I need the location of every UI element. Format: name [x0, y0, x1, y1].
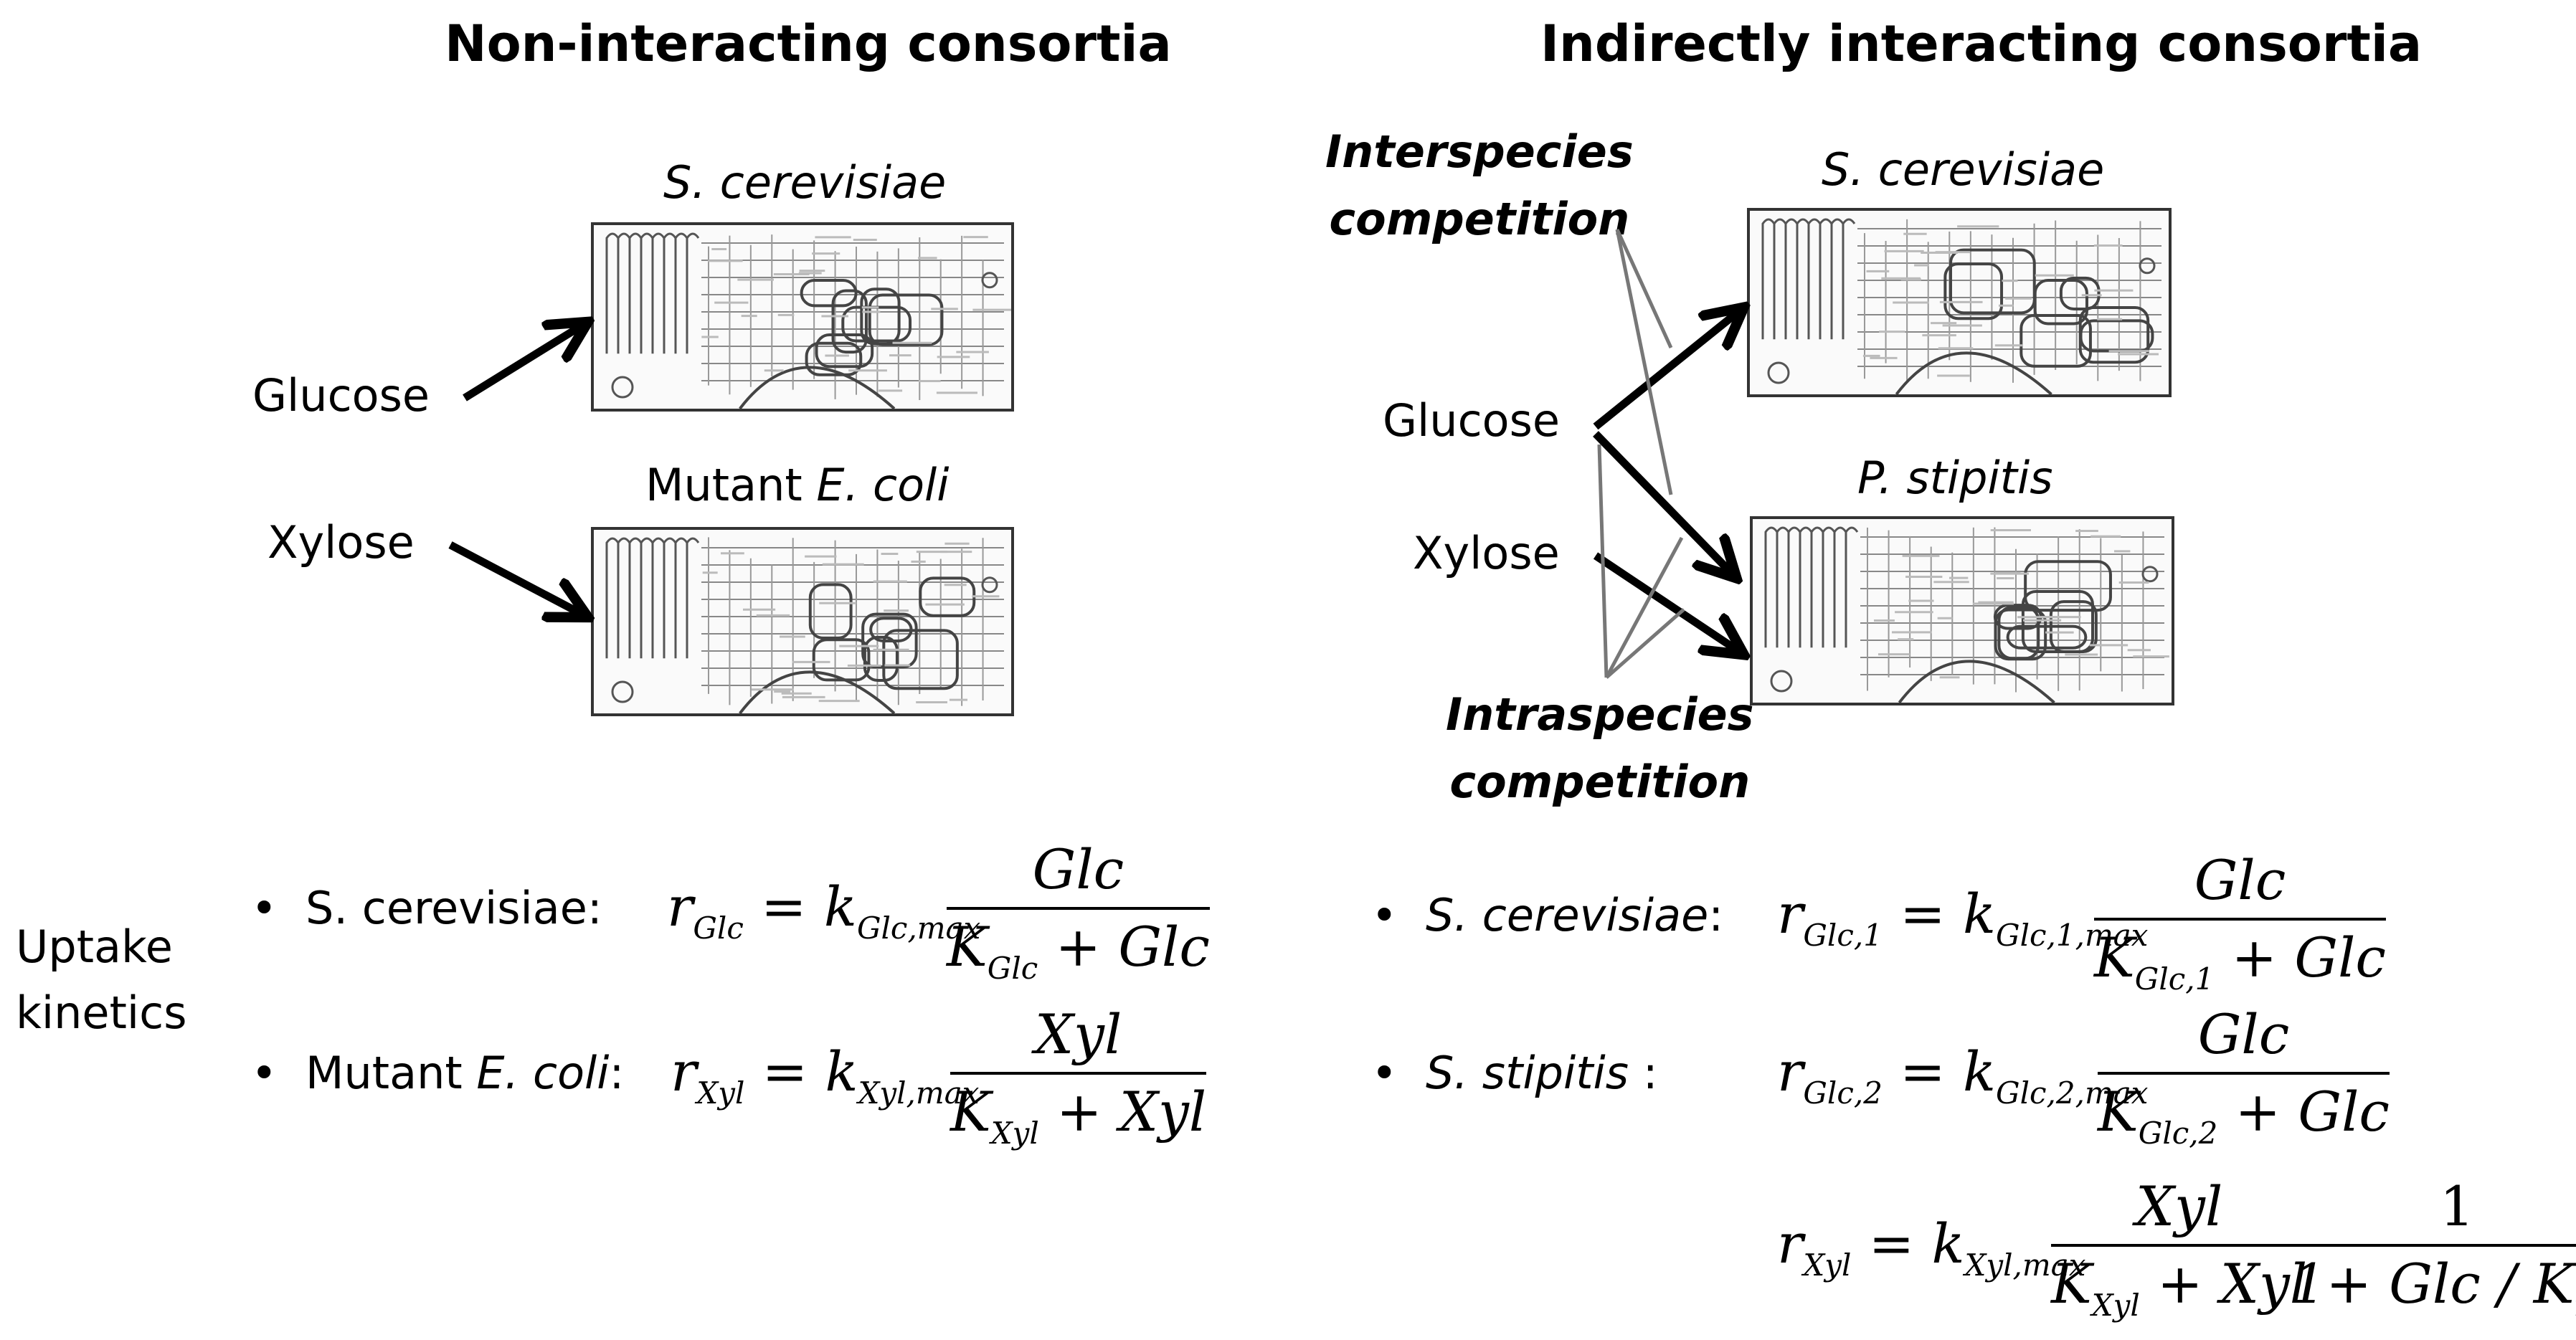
equation-right-glc2-lhs: rGlc,2 = kGlc,2,max	[1777, 1040, 2149, 1111]
metabolic-map-ecoli	[591, 527, 1014, 716]
intraspecies-line2: competition	[1449, 756, 1751, 808]
interspecies-connectors	[1615, 228, 1673, 495]
left-panel-title: Non-interacting consortia	[445, 14, 1172, 73]
equation-left-xyl-lhs: rXyl = kXyl,max	[671, 1040, 980, 1111]
right-organism-bottom-label: P. stipitis	[1857, 452, 2053, 504]
arrow-xylose-to-ecoli	[448, 541, 587, 617]
intraspecies-competition-label: Intraspecies competition	[1446, 681, 1754, 816]
equation-left-xyl-fraction: Xyl KXyl + Xyl	[950, 1002, 1207, 1151]
bullet: •	[1371, 889, 1398, 941]
right-glucose-label: Glucose	[1383, 394, 1561, 447]
left-kinetics-item-scerevisiae: • S. cerevisiae:	[251, 882, 602, 934]
uptake-line2: kinetics	[16, 987, 187, 1039]
equation-right-xyl-fraction: Xyl KXyl + Xyl	[2051, 1174, 2308, 1323]
equation-left-glc-lhs: rGlc = kGlc,max	[667, 875, 981, 946]
interspecies-competition-label: Interspecies competition	[1325, 118, 1634, 253]
right-xylose-label: Xylose	[1413, 527, 1560, 579]
metabolic-network-drawing	[1764, 526, 2169, 703]
metabolic-network-drawing	[605, 537, 1004, 713]
metabolic-map-scerevisiae-right	[1747, 208, 2172, 397]
right-kinetics-item-sstipitis: • S. stipitis :	[1371, 1047, 1658, 1099]
equation-right-inhibition-fraction: 1 1+ Glc / Kinh	[2291, 1172, 2576, 1340]
metabolic-network-drawing	[605, 232, 1011, 409]
left-organism-top-label: S. cerevisiae	[663, 156, 947, 209]
equation-right-glc2-fraction: Glc KGlc,2 + Glc	[2098, 1002, 2390, 1151]
metabolic-map-scerevisiae-left	[591, 222, 1014, 412]
bullet: •	[251, 882, 278, 934]
uptake-line1: Uptake	[16, 921, 173, 973]
left-xylose-label: Xylose	[267, 516, 415, 569]
equation-left-glc-fraction: Glc KGlc + Glc	[947, 837, 1210, 986]
right-organism-top-label: S. cerevisiae	[1822, 143, 2105, 196]
metabolic-map-pstipitis	[1750, 516, 2174, 705]
arrow-glucose-to-scerevisiae-right	[1593, 308, 1743, 430]
equation-right-glc1-fraction: Glc KGlc,1 + Glc	[2094, 848, 2386, 997]
equation-right-glc1-lhs: rGlc,1 = kGlc,1,max	[1777, 882, 2149, 953]
arrow-glucose-to-scerevisiae-left	[463, 323, 587, 401]
metabolic-network-drawing	[1761, 218, 2161, 394]
right-panel-title: Indirectly interacting consortia	[1540, 14, 2423, 73]
interspecies-line1: Interspecies	[1325, 125, 1634, 178]
arrow-xylose-to-pstipitis	[1593, 552, 1743, 654]
equation-right-xyl-lhs: rXyl = kXyl,max	[1777, 1212, 2086, 1283]
arrow-glucose-to-pstipitis	[1593, 431, 1736, 577]
interspecies-line2: competition	[1329, 193, 1630, 245]
intraspecies-connectors	[1597, 444, 1685, 679]
intraspecies-line1: Intraspecies	[1446, 688, 1754, 741]
left-organism-bottom-label: Mutant E. coli	[645, 459, 950, 511]
bullet: •	[251, 1047, 278, 1099]
right-kinetics-item-scerevisiae: • S. cerevisiae:	[1371, 889, 1724, 941]
uptake-kinetics-label: Uptake kinetics	[16, 914, 187, 1046]
left-kinetics-item-ecoli: • Mutant E. coli:	[251, 1047, 625, 1099]
bullet: •	[1371, 1047, 1398, 1099]
left-glucose-label: Glucose	[252, 369, 430, 422]
